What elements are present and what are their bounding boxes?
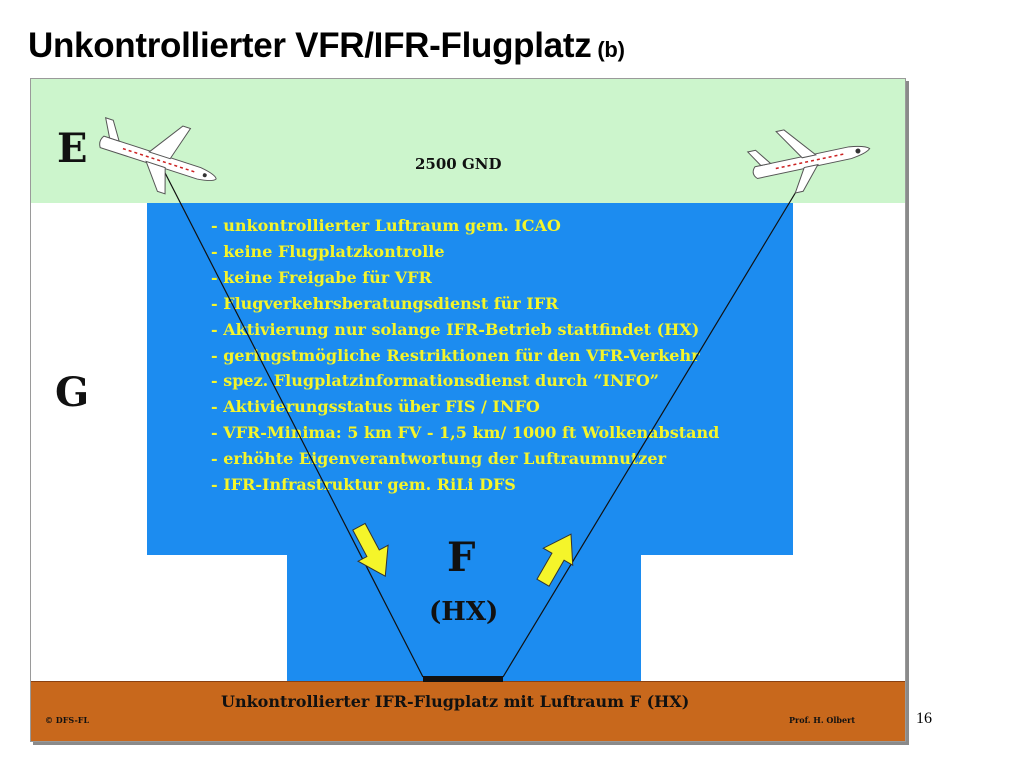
approach-path-line xyxy=(160,164,424,678)
runway xyxy=(423,676,503,682)
airspace-f-label: F xyxy=(447,534,476,581)
airspace-g-label: G xyxy=(55,369,90,416)
list-item: - keine Freigabe für VFR xyxy=(211,267,432,287)
list-item: - spez. Flugplatzinformationsdienst durc… xyxy=(211,371,660,391)
credit-right: Prof. H. Olbert xyxy=(789,715,856,725)
slide-title-suffix: (b) xyxy=(597,37,625,62)
airplane-icon xyxy=(746,129,871,194)
list-item: - Aktivierung nur solange IFR-Betrieb st… xyxy=(211,319,700,339)
credit-left: © DFS-FL xyxy=(45,715,90,725)
ground-caption: Unkontrollierter IFR-Flugplatz mit Luftr… xyxy=(221,692,690,711)
airspace-f-upper xyxy=(147,203,793,555)
list-item: - erhöhte Eigenverantwortung der Luftrau… xyxy=(211,449,666,469)
departure-path-line xyxy=(502,166,812,678)
page-number: 16 xyxy=(916,710,932,727)
slide-title: Unkontrollierter VFR/IFR-Flugplatz(b) xyxy=(28,26,625,66)
list-item: - geringstmögliche Restriktionen für den… xyxy=(211,345,700,365)
list-item: - keine Flugplatzkontrolle xyxy=(211,241,445,261)
e-lower-limit-label: 2500 GND xyxy=(415,155,502,173)
slide-title-main: Unkontrollierter VFR/IFR-Flugplatz xyxy=(28,26,592,65)
list-item: - unkontrollierter Luftraum gem. ICAO xyxy=(211,216,561,235)
arrow-down-icon xyxy=(352,522,389,577)
airspace-f-lower xyxy=(287,555,641,681)
arrow-up-icon xyxy=(536,533,574,587)
ground-band xyxy=(31,681,905,741)
airspace-e-label: E xyxy=(57,125,88,172)
airspace-f-sublabel: (HX) xyxy=(429,597,499,627)
info-list: - unkontrollierter Luftraum gem. ICAO - … xyxy=(211,213,719,498)
list-item: - Flugverkehrsberatungsdienst für IFR xyxy=(211,293,559,313)
list-item: - IFR-Infrastruktur gem. RiLi DFS xyxy=(211,475,516,495)
list-item: - VFR-Minima: 5 km FV - 1,5 km/ 1000 ft … xyxy=(211,423,720,443)
airspace-diagram: E 2500 GND G F (HX) - unkontrollierter L… xyxy=(30,78,906,742)
list-item: - Aktivierungsstatus über FIS / INFO xyxy=(211,397,540,417)
airplane-icon xyxy=(99,117,217,195)
flight-paths-overlay xyxy=(99,117,871,678)
